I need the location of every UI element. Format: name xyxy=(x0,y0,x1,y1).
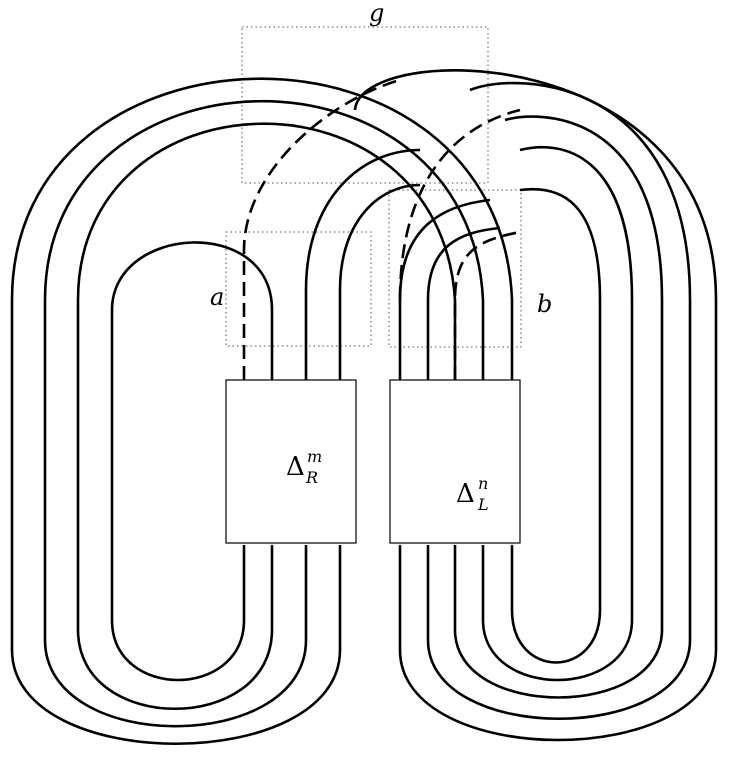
box-l-symbol: Δ xyxy=(456,479,475,509)
box-r-symbol: Δ xyxy=(286,452,305,482)
right-loop-1 xyxy=(353,69,718,742)
left-loop-4 xyxy=(10,77,514,745)
region-b-box xyxy=(388,189,522,348)
label-a: a xyxy=(210,283,224,311)
left-loop-2 xyxy=(76,122,457,710)
label-g: g xyxy=(369,0,384,27)
right-strand-top-1 xyxy=(398,198,491,380)
box-l-sup: n xyxy=(478,474,488,493)
left-inner-top-arc xyxy=(110,241,274,380)
left-strand-g3 xyxy=(242,78,401,380)
right-loop-2 xyxy=(426,81,692,721)
left-loop-3 xyxy=(43,100,485,728)
box-delta-l xyxy=(389,379,521,544)
right-loop-3 xyxy=(453,115,664,699)
left-strand-g2 xyxy=(338,183,421,380)
right-loop-4 xyxy=(481,145,634,682)
box-delta-r xyxy=(225,379,357,544)
box-r-sub: R xyxy=(305,468,318,487)
label-b: b xyxy=(537,290,552,318)
region-g-box xyxy=(241,26,489,184)
left-strand-g1 xyxy=(304,148,421,380)
right-strand-dash-2 xyxy=(398,108,521,301)
box-l-sub: L xyxy=(477,495,489,514)
right-strand-top-2 xyxy=(426,226,501,380)
region-a-box xyxy=(225,231,372,347)
right-loop-5 xyxy=(510,187,602,664)
right-strand-dash-1 xyxy=(453,230,521,380)
left-loop-1 xyxy=(110,380,246,682)
box-r-sup: m xyxy=(307,447,322,466)
